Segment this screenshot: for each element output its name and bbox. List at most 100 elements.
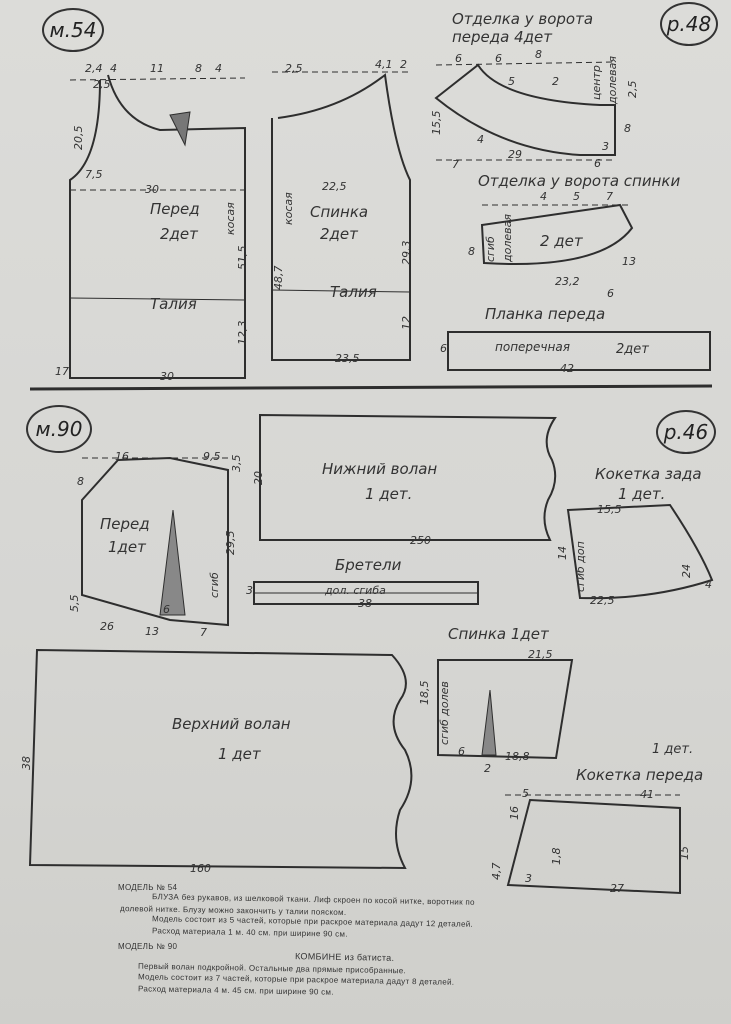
collar-front-piece [434,63,616,156]
collar-front-grain: долевая [606,56,619,104]
dim: 3,5 [230,454,243,473]
dim: 23,2 [555,275,580,288]
back-54-waist: Талия [330,283,377,301]
size-48-badge: р.48 [660,2,718,46]
dim: 4,7 [490,862,503,881]
dim: 16 [115,450,129,463]
dim: 20 [252,471,265,485]
dim: 6 [495,52,502,65]
placket-grain: поперечная [495,340,570,354]
dim: 15,5 [430,110,443,136]
waist-line [271,289,411,293]
dim: 26 [100,620,114,633]
back-90-title: Спинка 1дет [448,625,549,643]
dim: 11 [150,62,164,75]
dim: 3 [602,140,609,153]
dim: 8 [77,475,84,488]
dim: 18,8 [505,750,530,763]
dim: 5,5 [68,594,81,613]
front-54-title: Перед [150,200,200,218]
front-piece-90 [81,456,229,627]
collar-back-fold: сгиб [484,236,497,262]
dim: 2 [484,762,491,775]
dim: 3 [525,872,532,885]
dim: 38 [358,597,372,610]
dim: 6 [458,745,465,758]
dim: 18,5 [418,680,431,706]
dim: 6 [607,287,614,300]
collar-back-piece [480,203,634,265]
front-90-count: 1дет [108,538,146,556]
dim: 22,5 [322,180,347,193]
back-54-count: 2дет [320,225,358,243]
placket-title: Планка переда [485,305,606,323]
dim: 29,5 [224,530,237,556]
straps-grain: дол. сгиба [325,584,386,597]
dim: 41 [640,788,654,801]
front-54-bias: косая [224,202,237,235]
collar-front-subtitle: переда 4дет [452,28,552,46]
front-90-title: Перед [100,515,150,533]
dim: 5 [573,190,580,203]
front-54-waist: Талия [150,295,197,313]
dim: 38 [20,756,33,770]
dim: 2 [400,58,407,71]
front-piece-54 [69,74,246,379]
back-54-bias: косая [282,192,295,225]
back-54-title: Спинка [310,203,369,221]
dim: 29 [508,148,522,161]
dart [159,509,186,616]
dim: 2,5 [93,78,111,91]
back-yoke-title: Кокетка зада [595,465,702,483]
dim: 5 [522,787,529,800]
dim: 8 [195,62,202,75]
collar-back-grain: долевая [501,214,514,262]
model-90-badge: м.90 [26,405,92,453]
dim: 2,4 [85,62,103,75]
dim: 27 [610,882,624,895]
dim: 4 [705,578,712,591]
dim: 8 [468,245,475,258]
dim: 23,5 [335,352,360,365]
dim: 9,5 [203,450,221,463]
dim: 7 [452,158,459,171]
dim: 16 [508,806,521,820]
dim: 4 [477,133,484,146]
section-divider [29,384,713,391]
upper-flounce-title: Верхний волан [172,715,291,733]
dim: 5 [508,75,515,88]
collar-back-count: 2 дет [540,232,583,250]
dim: 4 [540,190,547,203]
waist-line [69,297,246,301]
dim: 30 [145,183,159,196]
dim: 2,5 [285,62,303,75]
model-90-heading: МОДЕЛЬ № 90 [118,942,178,951]
lower-flounce-piece [259,413,557,541]
dim: 4,1 [375,58,393,71]
dim: 48,7 [272,265,285,291]
dart [481,689,497,756]
dim: 13 [145,625,159,638]
dim: 160 [190,862,211,875]
dim: 42 [560,362,574,375]
lower-flounce-title: Нижний волан [322,460,438,478]
upper-flounce-count: 1 дет [218,745,261,763]
back-piece-54 [271,73,411,361]
dim: 7,5 [85,168,103,181]
front-yoke-title: Кокетка переда [576,766,704,784]
dim: 7 [606,190,613,203]
collar-front-title: Отделка у ворота [452,10,594,28]
front-54-count: 2дет [160,225,198,243]
dim: 2,5 [626,80,639,99]
dim: 6 [163,603,170,616]
front-yoke-count: 1 дет. [652,742,694,757]
back-yoke-count: 1 дет. [618,485,666,503]
back-yoke-fold: сгиб доп [574,541,587,592]
dim: 6 [440,342,447,355]
dim: 22,5 [590,594,615,607]
dim: 8 [624,122,631,135]
model-90-title: КОМБИНЕ из батиста. [294,951,395,963]
model-54-heading: МОДЕЛЬ № 54 [118,883,178,892]
dim: 7 [200,626,207,639]
